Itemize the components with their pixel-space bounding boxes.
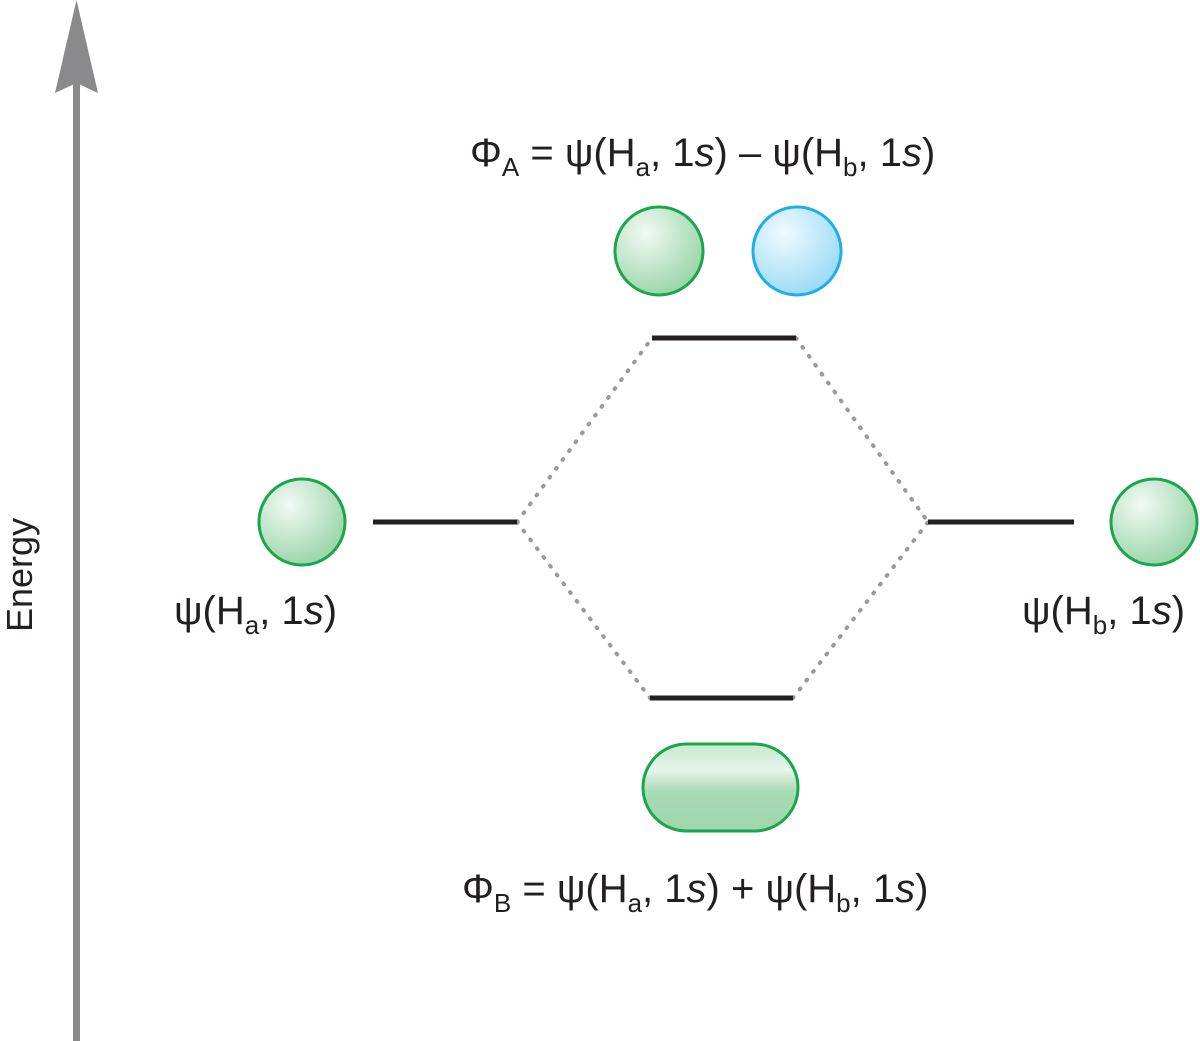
connector-left-to-bonding — [515, 520, 652, 700]
mo-bonding-equation: ΦB = ψ(Ha, 1s) + ψ(Hb, 1s) — [462, 867, 929, 918]
connector-antibonding-to-right — [794, 336, 930, 524]
orbital-ha-1s — [257, 477, 347, 567]
ao-left-label: ψ(Ha, 1s) — [174, 589, 338, 640]
energy-axis-arrowhead-icon — [55, 0, 98, 93]
orbital-hb-1s — [1109, 477, 1199, 567]
orbitals — [257, 205, 1199, 833]
correlation-lines — [515, 336, 930, 700]
energy-axis-label: Energy — [0, 517, 40, 632]
energy-levels — [373, 335, 1074, 701]
orbital-antibonding-lobe-positive — [613, 205, 705, 297]
ao-right-label: ψ(Hb, 1s) — [1022, 589, 1186, 640]
energy-axis-line — [73, 80, 80, 1041]
orbital-antibonding-lobe-negative — [751, 205, 843, 297]
connector-bonding-to-right — [791, 520, 930, 700]
orbital-bonding-lobe — [641, 742, 800, 833]
mo-antibonding-equation: ΦA = ψ(Ha, 1s) – ψ(Hb, 1s) — [470, 131, 936, 182]
connector-left-to-antibonding — [515, 336, 654, 524]
energy-axis — [55, 0, 98, 1041]
